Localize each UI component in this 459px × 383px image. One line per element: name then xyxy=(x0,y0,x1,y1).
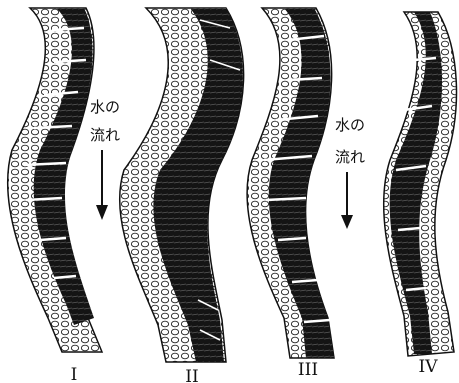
strip-2-numeral: II xyxy=(185,367,198,383)
strip-4-numeral: IV xyxy=(419,357,439,377)
strip-1 xyxy=(8,8,102,352)
flow-arrow-1-icon xyxy=(96,150,108,220)
strip-2 xyxy=(120,8,244,362)
flow-label-1-line-2: 流れ xyxy=(90,126,120,144)
flow-label-2-line-2: 流れ xyxy=(335,148,365,166)
flow-label-1-line-1: 水の xyxy=(90,98,120,116)
strip-3 xyxy=(247,8,334,358)
flow-label-2: 水の 流れ xyxy=(335,116,365,229)
flow-arrow-2-icon xyxy=(341,172,353,229)
strip-3-numeral: III xyxy=(298,360,318,380)
flow-label-1: 水の 流れ xyxy=(90,98,120,220)
strip-1-numeral: I xyxy=(71,365,78,383)
flow-label-2-line-1: 水の xyxy=(335,116,365,134)
strip-4 xyxy=(384,12,457,356)
